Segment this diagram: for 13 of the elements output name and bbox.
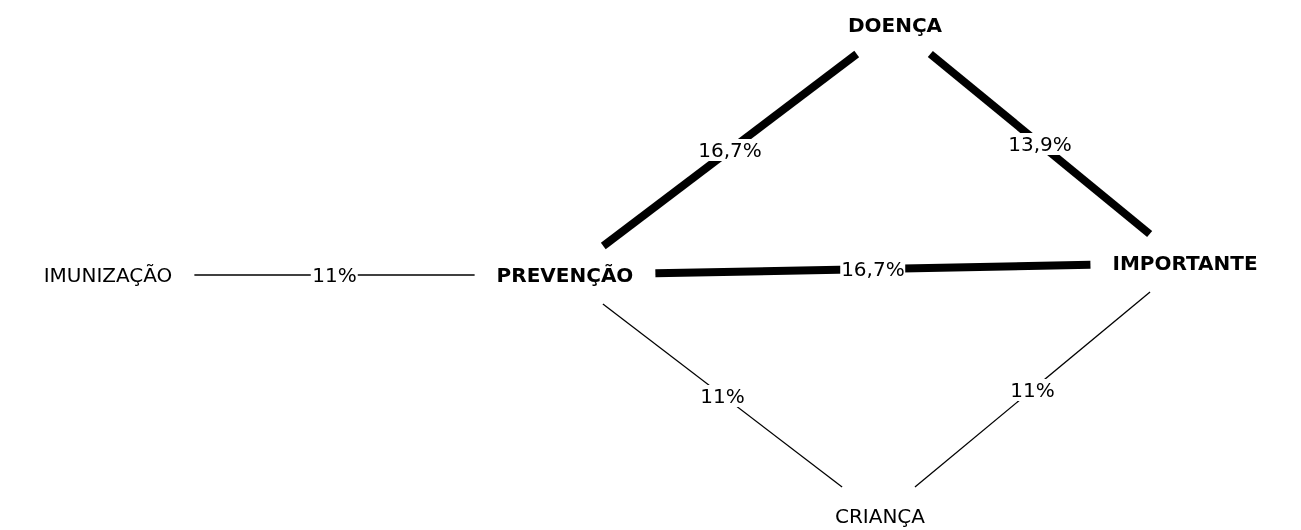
connector-line xyxy=(927,50,1153,238)
term-label: IMPORTANTE xyxy=(1112,251,1258,275)
edge-label: 13,9% xyxy=(1007,133,1073,155)
edge-label: 11% xyxy=(699,384,746,407)
term-label: IMUNIZAÇÃO xyxy=(43,263,173,287)
edge-label: 16,7% xyxy=(697,139,763,161)
connector-line xyxy=(602,303,843,488)
connector-line xyxy=(914,291,1151,488)
term-label: PREVENÇÃO xyxy=(496,263,634,287)
term-label: DOENÇA xyxy=(847,13,943,37)
edge-label: 11% xyxy=(1009,378,1056,401)
connector-line xyxy=(600,50,860,250)
term-label: CRIANÇA xyxy=(834,504,926,528)
